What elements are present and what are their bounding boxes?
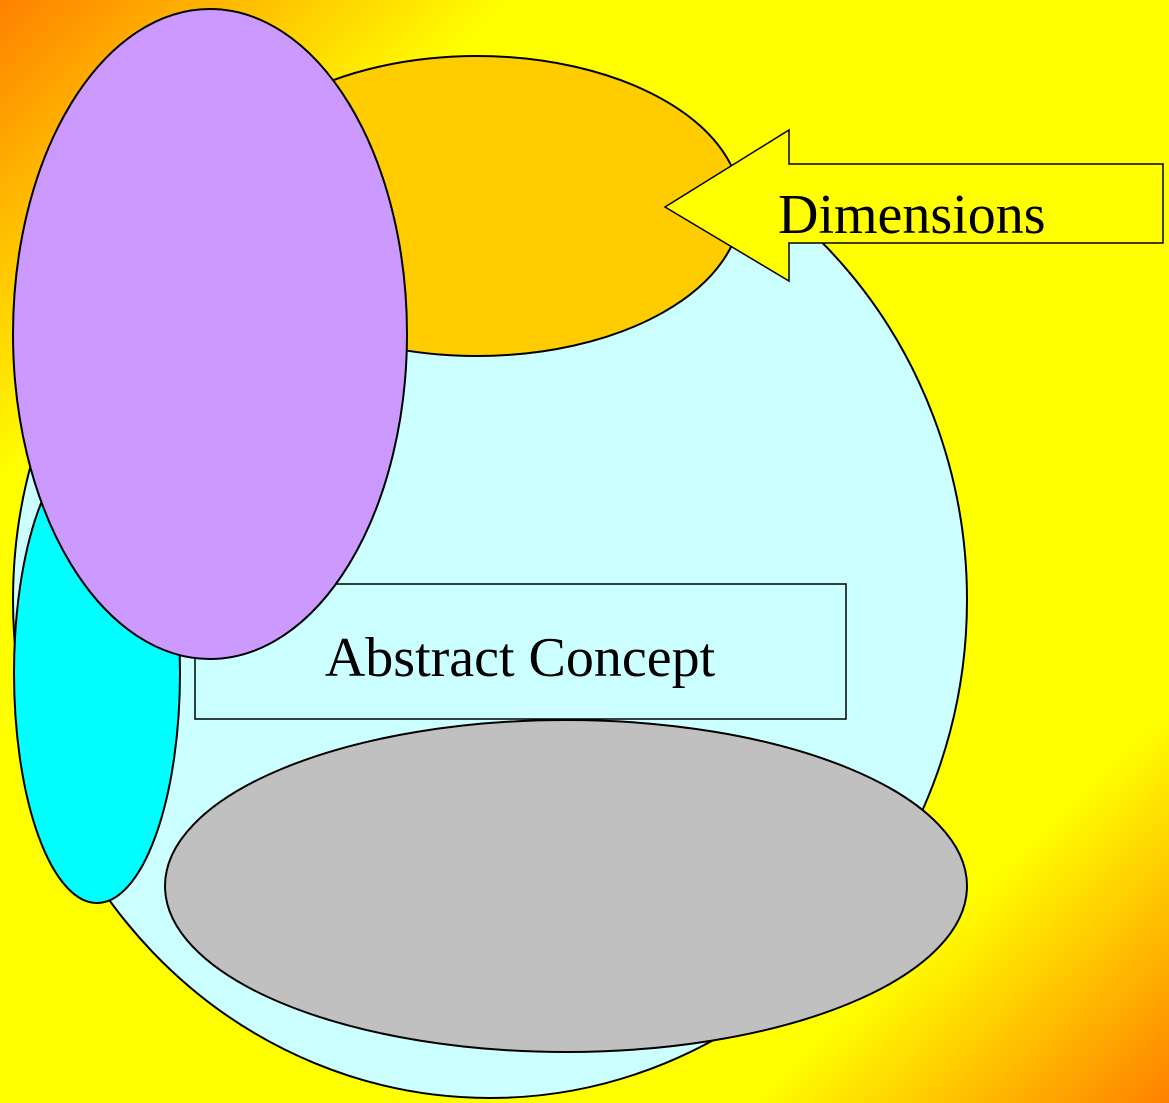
purple-ellipse [12, 8, 408, 660]
dimensions-arrow [663, 128, 1164, 283]
gray-ellipse [164, 719, 968, 1053]
dimensions-label: Dimensions [778, 184, 1046, 246]
abstract-concept-label: Abstract Concept [325, 627, 716, 689]
